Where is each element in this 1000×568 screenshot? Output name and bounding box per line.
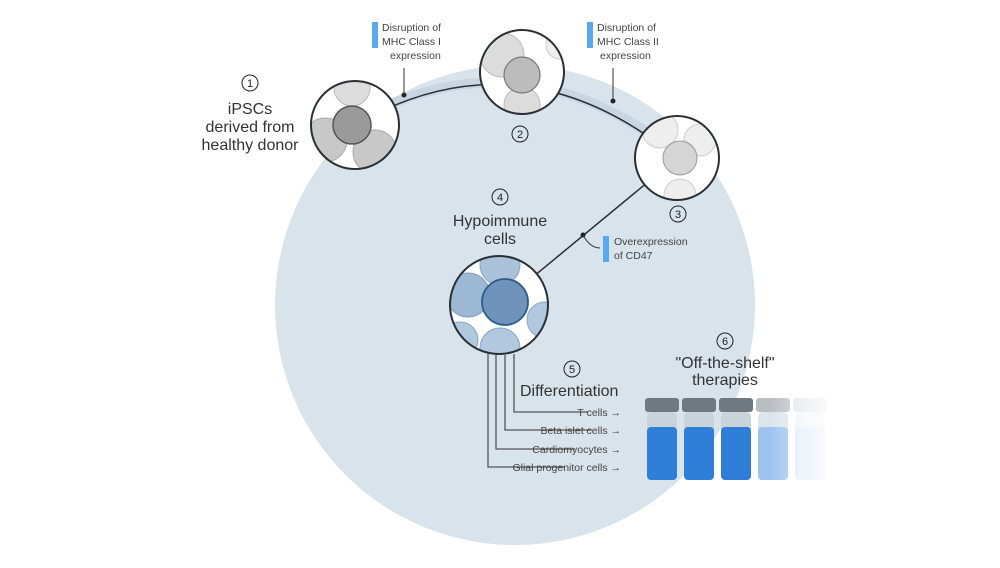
- vial: [645, 398, 679, 480]
- step-number-2: 2: [511, 125, 529, 143]
- svg-text:6: 6: [722, 336, 728, 348]
- gene-icon: [603, 236, 609, 262]
- differentiation-lines: [487, 354, 592, 468]
- cell-type-glial: Glial progenitor cells →: [512, 462, 621, 474]
- vials: [645, 390, 840, 485]
- gene-icon: [372, 22, 378, 48]
- step-number-1: 1: [241, 74, 259, 92]
- differentiation-label: Differentiation: [520, 383, 618, 400]
- step-number-3: 3: [669, 205, 687, 223]
- mhc-i-disrupted-cells-circle: [479, 29, 565, 115]
- step-number-4: 4: [491, 188, 509, 206]
- therapies-label: "Off-the-shelf"therapies: [675, 355, 774, 389]
- ipsc-cells-circle: [310, 80, 400, 170]
- svg-text:3: 3: [675, 209, 681, 221]
- gene-icon: [587, 22, 593, 48]
- cell-type-cardiomyocytes: Cardiomyocytes →: [532, 444, 621, 456]
- mhc-ii-disrupted-cells-circle: [634, 115, 720, 201]
- step-number-5: 5: [563, 360, 581, 378]
- edit-pointer-3: [582, 234, 601, 249]
- hypoimmune-cells-circle: [449, 255, 549, 355]
- vial: [719, 398, 753, 480]
- cell-type-t-cells: T cells →: [577, 407, 621, 419]
- svg-text:1: 1: [247, 78, 253, 90]
- svg-text:4: 4: [497, 192, 503, 204]
- svg-text:5: 5: [569, 364, 575, 376]
- svg-text:2: 2: [517, 129, 523, 141]
- cell-type-beta-islet: Beta islet cells →: [540, 425, 621, 437]
- vial: [682, 398, 716, 480]
- step-number-6: 6: [716, 332, 734, 350]
